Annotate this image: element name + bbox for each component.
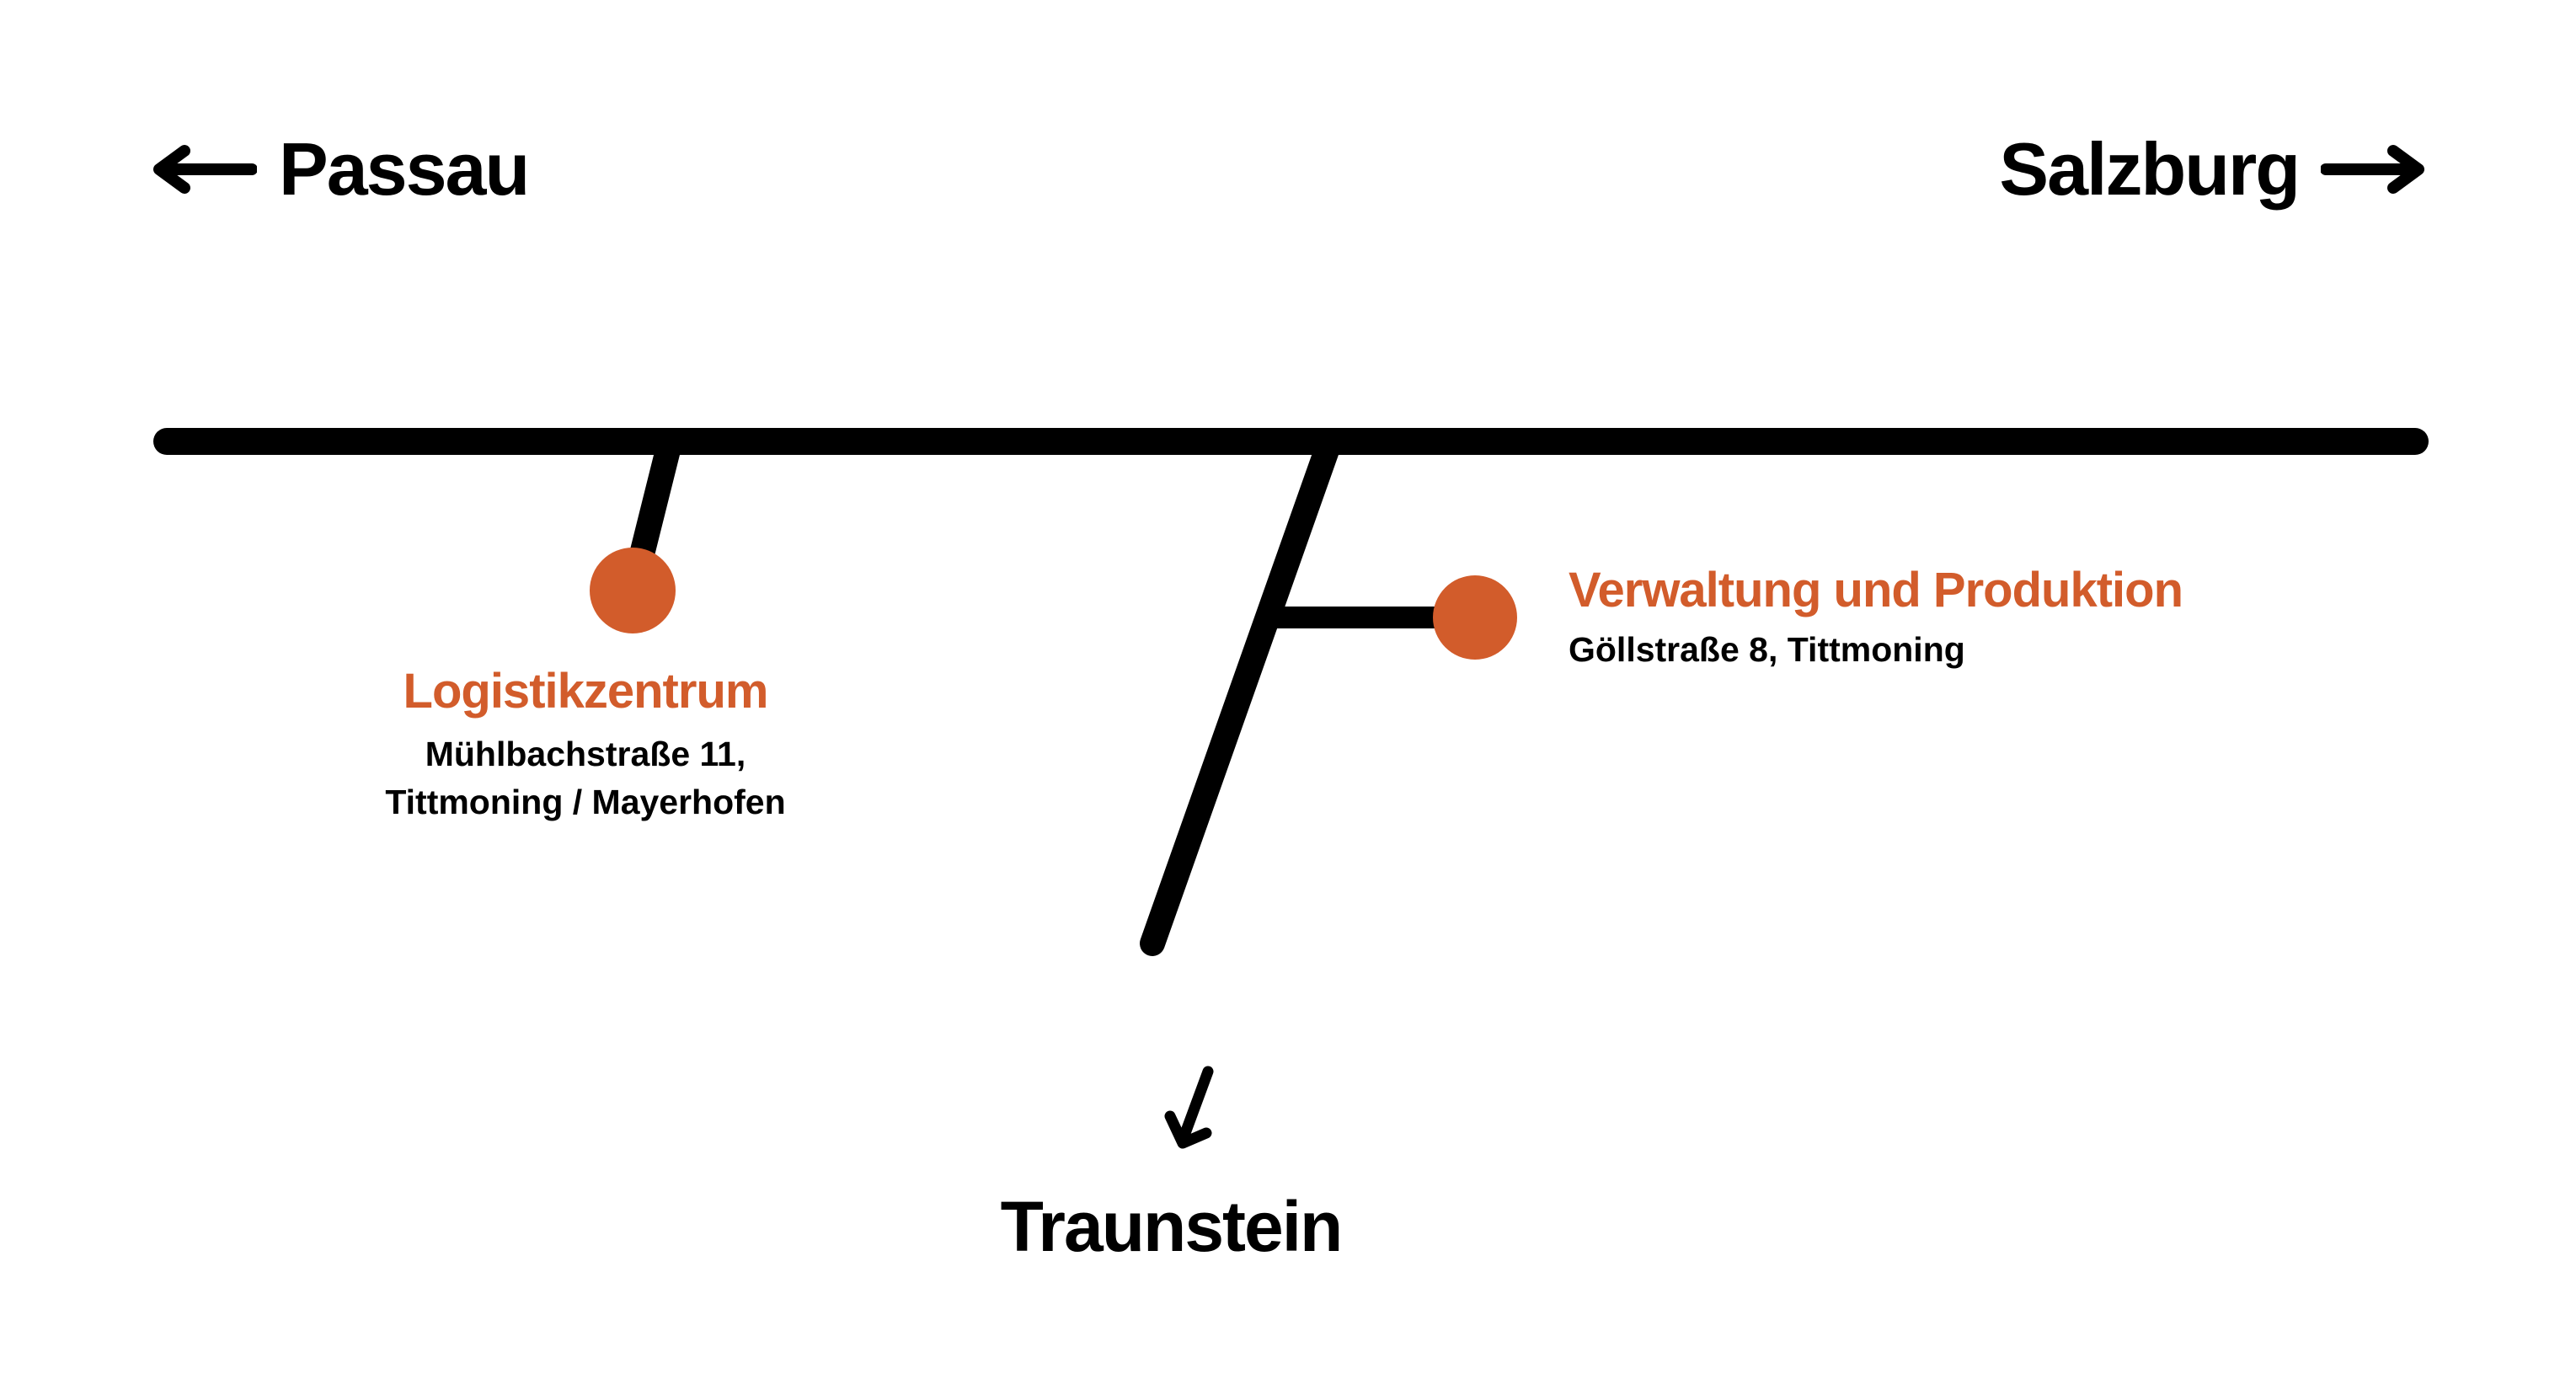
location-verwaltung: Verwaltung und Produktion Göllstraße 8, … bbox=[1569, 563, 2183, 674]
location-verwaltung-address-line1: Göllstraße 8, Tittmoning bbox=[1569, 629, 1965, 669]
location-logistikzentrum-address-line2: Tittmoning / Mayerhofen bbox=[385, 782, 786, 821]
verwaltung-marker-dot bbox=[1433, 575, 1517, 660]
arrow-left-icon bbox=[153, 145, 257, 194]
location-verwaltung-title: Verwaltung und Produktion bbox=[1569, 563, 2183, 617]
direction-salzburg: Salzburg bbox=[1999, 126, 2430, 212]
location-logistikzentrum: Logistikzentrum Mühlbachstraße 11, Tittm… bbox=[333, 664, 838, 826]
arrow-right-icon bbox=[2321, 145, 2424, 194]
direction-passau: Passau bbox=[147, 126, 530, 212]
location-logistikzentrum-title: Logistikzentrum bbox=[403, 664, 769, 719]
direction-traunstein-label: Traunstein bbox=[1000, 1187, 1344, 1266]
logistics-marker-dot bbox=[590, 548, 676, 633]
direction-salzburg-label: Salzburg bbox=[1999, 127, 2301, 211]
traunstein-branch-road bbox=[1140, 430, 1342, 956]
location-logistikzentrum-address-line1: Mühlbachstraße 11, bbox=[425, 734, 746, 773]
arrow-down-icon bbox=[1164, 1066, 1214, 1149]
direction-passau-label: Passau bbox=[279, 127, 530, 211]
